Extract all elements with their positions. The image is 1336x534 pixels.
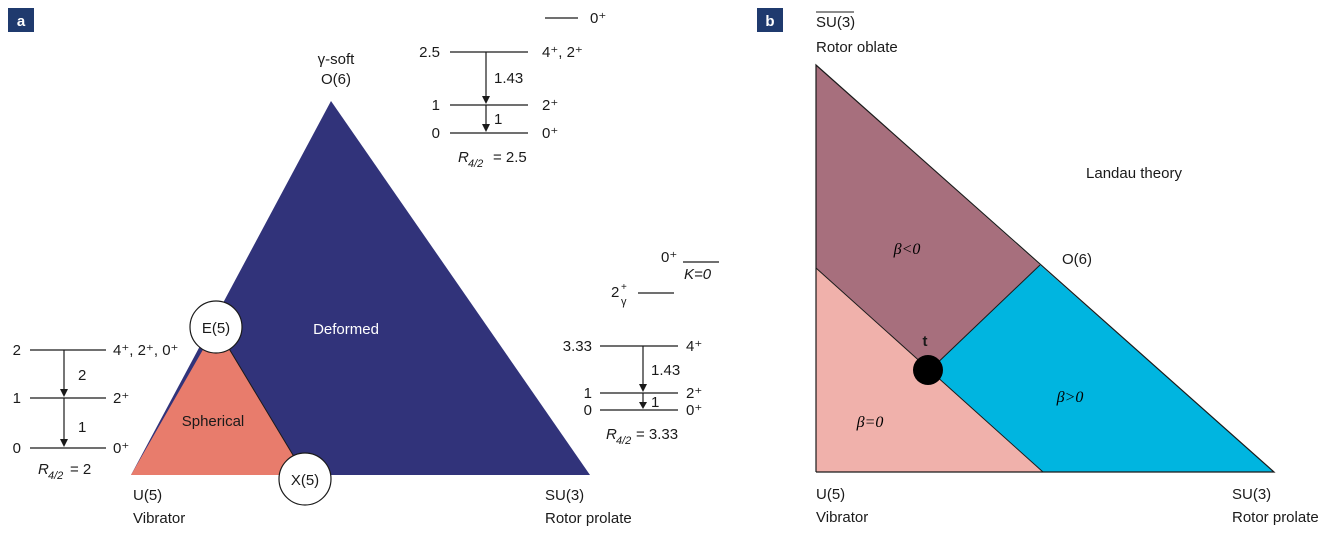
- o6-spin-1: 2⁺: [542, 97, 558, 114]
- spherical-label: Spherical: [182, 413, 245, 430]
- o6-energy-1: 1: [432, 97, 440, 114]
- o6-transition-1: 1.43: [494, 70, 523, 87]
- gamma-soft-label: γ-soft: [318, 51, 356, 68]
- o6-spectrum: 0⁺ 2.5 4⁺, 2⁺ 1 2⁺ 0 0⁺ 1.43 1 R 4/2 = 2…: [419, 10, 606, 170]
- o6-arrowhead-2: [482, 124, 490, 132]
- o6-arrowhead-1: [482, 96, 490, 104]
- su3-arrowhead-1: [639, 384, 647, 392]
- su3-energy-2: 3.33: [563, 338, 592, 355]
- u5-spectrum: 2 4⁺, 2⁺, 0⁺ 1 2⁺ 0 0⁺ 2 1 R 4/2 = 2: [13, 342, 179, 482]
- spherical-region: [131, 327, 305, 475]
- o6-mid-label: O(6): [1062, 251, 1092, 268]
- beta-zero-label: β=0: [856, 414, 884, 431]
- su3-band-head: 0⁺: [661, 249, 677, 266]
- o6-ratio-sub: 4/2: [468, 158, 483, 170]
- panel-b-badge: [757, 8, 783, 32]
- su3-oblate-label: SU(3): [816, 14, 855, 31]
- u5-label: U(5): [133, 487, 162, 504]
- beta-negative-region: [816, 65, 1040, 370]
- o6-ratio-value: = 2.5: [493, 149, 527, 166]
- u5-spin-2: 4⁺, 2⁺, 0⁺: [113, 342, 178, 359]
- u5-transition-2: 1: [78, 419, 86, 436]
- su3-arrowhead-2: [639, 402, 647, 409]
- u5-ratio-sub: 4/2: [48, 470, 63, 482]
- o6-energy-0: 0: [432, 125, 440, 142]
- su3-transition-1: 1.43: [651, 362, 680, 379]
- triple-point: [913, 355, 943, 385]
- o6-top-spin: 0⁺: [590, 10, 606, 27]
- b-su3-label: SU(3): [1232, 486, 1271, 503]
- u5-energy-1: 1: [13, 390, 21, 407]
- u5-arrowhead-2: [60, 439, 68, 447]
- u5-spin-1: 2⁺: [113, 390, 129, 407]
- su3-spin-2: 4⁺: [686, 338, 702, 355]
- o6-spin-2: 4⁺, 2⁺: [542, 44, 583, 61]
- su3-ratio-sub: 4/2: [616, 435, 631, 447]
- beta-positive-label: β>0: [1056, 389, 1084, 406]
- o6-transition-2: 1: [494, 111, 502, 128]
- panel-a-badge: [8, 8, 34, 32]
- u5-arrowhead-1: [60, 389, 68, 397]
- u5-transition-1: 2: [78, 367, 86, 384]
- o6-spin-0: 0⁺: [542, 125, 558, 142]
- beta-positive-region: [930, 265, 1274, 472]
- su3-spin-0: 0⁺: [686, 402, 702, 419]
- deformed-label: Deformed: [313, 321, 379, 338]
- triple-point-label: t: [923, 333, 928, 350]
- x5-label: X(5): [291, 472, 319, 489]
- u5-ratio-symbol: R: [38, 461, 49, 478]
- e5-label: E(5): [202, 320, 230, 337]
- vibrator-label: Vibrator: [133, 510, 185, 527]
- x5-point: [278, 452, 332, 506]
- boundary-o6: [929, 264, 1041, 371]
- su3-transition-2: 1: [651, 394, 659, 411]
- su3-gamma-state: 2: [611, 284, 619, 301]
- b-vibrator-label: Vibrator: [816, 509, 868, 526]
- panel-a: a Deformed Spherical E(5) X(5) γ-soft O(…: [8, 8, 719, 527]
- e5-point: [189, 300, 243, 354]
- su3-ratio-value: = 3.33: [636, 426, 678, 443]
- beta-negative-label: β<0: [893, 241, 921, 258]
- u5-energy-0: 0: [13, 440, 21, 457]
- u5-ratio-value: = 2: [70, 461, 91, 478]
- b-rotor-prolate-label: Rotor prolate: [1232, 509, 1319, 526]
- su3-energy-1: 1: [584, 385, 592, 402]
- o6-ratio-symbol: R: [458, 149, 469, 166]
- su3-gamma-sub: γ: [621, 296, 627, 308]
- panel-b: b t β<0 β=0 β>0 Landau theory O(6) SU(3)…: [757, 8, 1319, 526]
- su3-band-label: K=0: [684, 266, 712, 283]
- u5-energy-2: 2: [13, 342, 21, 359]
- su3-spectrum: 0⁺ K=0 2 + γ 3.33 4⁺ 1 2⁺ 0 0⁺ 1.43 1 R …: [563, 249, 719, 447]
- b-u5-label: U(5): [816, 486, 845, 503]
- panel-b-badge-label: b: [765, 13, 774, 30]
- o6-energy-2: 2.5: [419, 44, 440, 61]
- su3-label: SU(3): [545, 487, 584, 504]
- u5-spin-0: 0⁺: [113, 440, 129, 457]
- su3-gamma-plus: +: [621, 282, 627, 293]
- su3-spin-1: 2⁺: [686, 385, 702, 402]
- panel-a-badge-label: a: [17, 13, 26, 30]
- rotor-oblate-label: Rotor oblate: [816, 39, 898, 56]
- o6-label: O(6): [321, 71, 351, 88]
- landau-theory-title: Landau theory: [1086, 165, 1182, 182]
- phase-boundary: [215, 326, 306, 476]
- rotor-prolate-label: Rotor prolate: [545, 510, 632, 527]
- su3-ratio-symbol: R: [606, 426, 617, 443]
- su3-energy-0: 0: [584, 402, 592, 419]
